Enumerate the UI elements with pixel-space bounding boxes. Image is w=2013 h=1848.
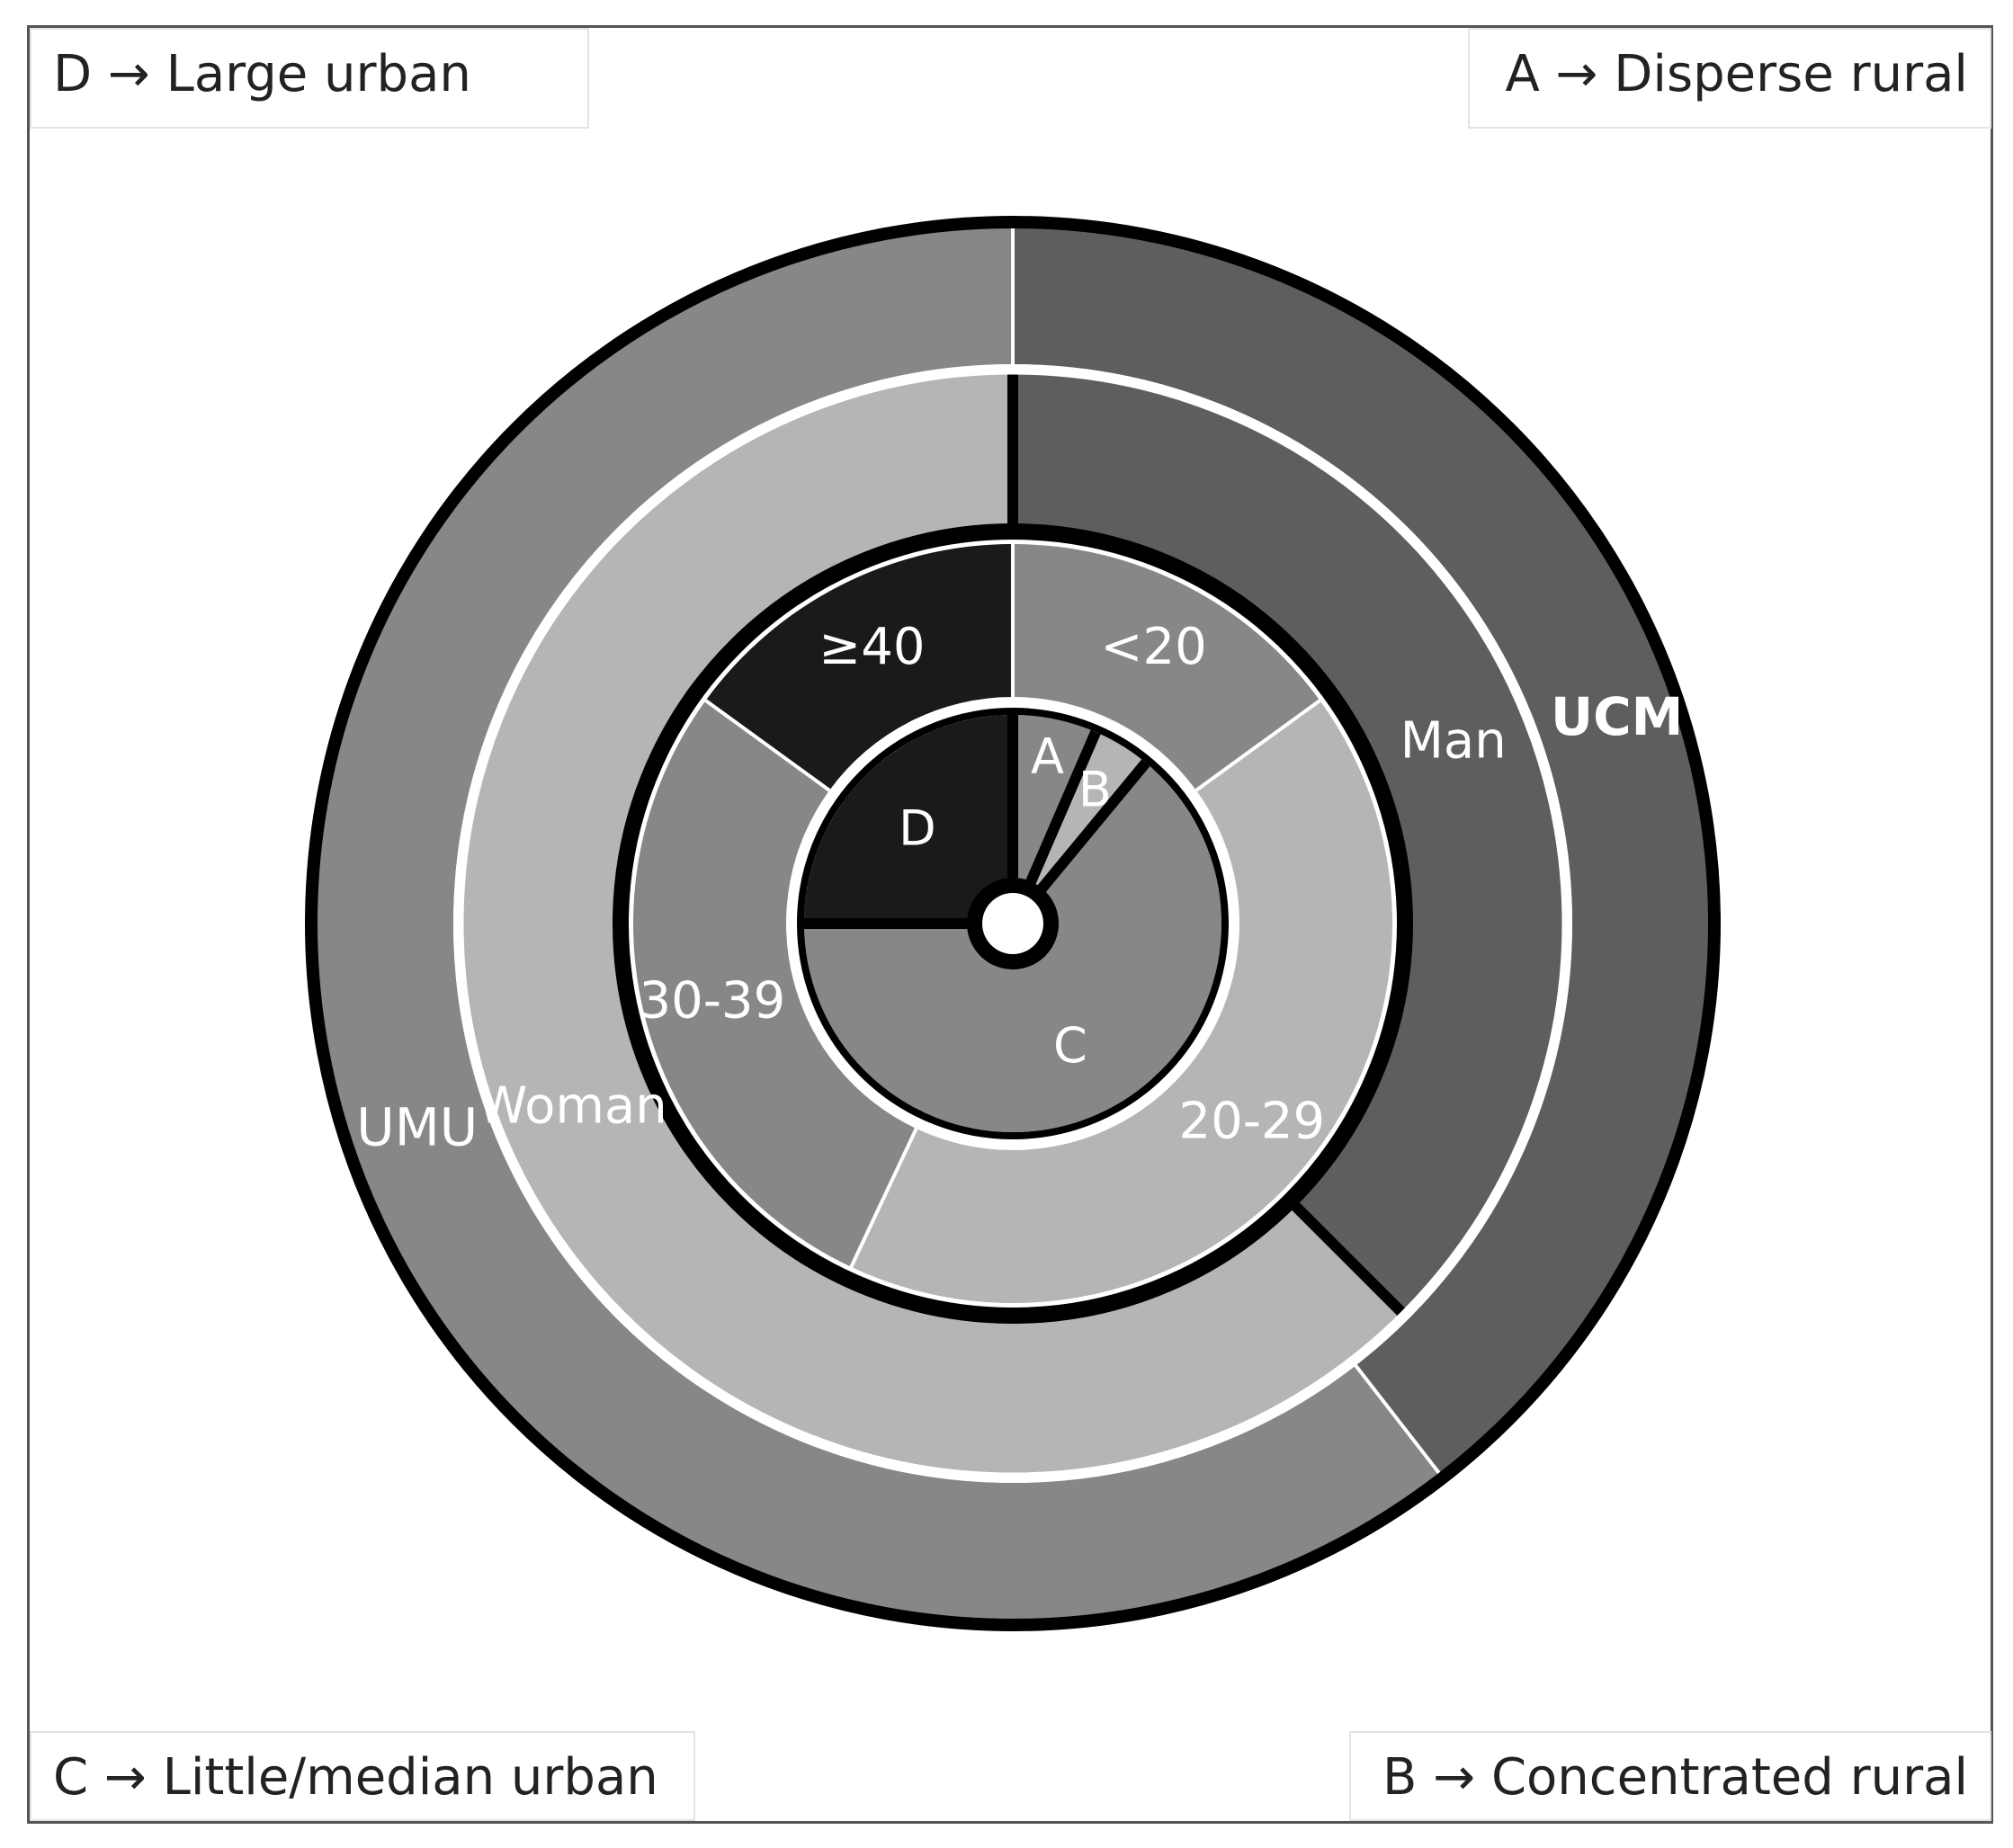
segment-residence-a xyxy=(1013,715,1096,889)
legend-b-concentrated-rural: B → Concentrated rural xyxy=(1349,1731,1991,1821)
separator-age-20-29 xyxy=(1194,699,1321,792)
ring-outline-3 xyxy=(967,878,1059,969)
separator-residence-c xyxy=(1033,759,1150,898)
ring-gap-0 xyxy=(453,364,1572,1483)
label-age-20-29: 20-29 xyxy=(1178,1092,1325,1150)
segment-residence-b xyxy=(1027,732,1146,895)
ring-segments xyxy=(311,222,1715,1625)
segment-residence-d xyxy=(804,715,1013,924)
separator-gender-woman xyxy=(1288,1199,1406,1317)
segment-gender-man xyxy=(1013,373,1564,1313)
label-residence-d: D xyxy=(899,799,936,856)
ring-gap-1 xyxy=(461,371,1565,1476)
separator-age-ge40 xyxy=(704,699,831,792)
label-age-30-39: 30-39 xyxy=(639,971,785,1030)
segment-age-lt20 xyxy=(1013,544,1320,790)
segment-gender-woman xyxy=(462,373,1402,1475)
legend-a-disperse-rural: A → Disperse rural xyxy=(1468,28,1991,129)
label-residence-a: A xyxy=(1031,728,1064,784)
legend-c-little-median-urban: C → Little/median urban xyxy=(30,1731,695,1821)
segment-age-20-29 xyxy=(851,700,1392,1303)
label-residence-b: B xyxy=(1078,761,1112,817)
label-university-umu: UMU xyxy=(356,1097,478,1158)
segment-residence-c xyxy=(804,763,1222,1133)
legend-d-large-urban: D → Large urban xyxy=(30,28,589,129)
label-gender-man: Man xyxy=(1400,712,1507,771)
ring-outlines xyxy=(305,216,1721,1631)
ring-outline-0 xyxy=(305,216,1721,1631)
ring-outline-1 xyxy=(613,523,1413,1324)
label-age-lt20: <20 xyxy=(1101,618,1207,676)
ring-outline-2 xyxy=(797,708,1229,1139)
label-residence-c: C xyxy=(1053,1017,1087,1074)
separator-age-30-39 xyxy=(849,1128,918,1268)
segment-university-ucm xyxy=(1013,222,1715,1478)
separator-residence-b xyxy=(1023,729,1101,891)
label-university-ucm: UCM xyxy=(1551,686,1683,747)
segment-university-umu xyxy=(311,222,1444,1625)
segment-age-30-39 xyxy=(633,700,917,1267)
label-age-ge40: ≥40 xyxy=(819,618,925,676)
segment-age-ge40 xyxy=(705,544,1013,790)
center-hole xyxy=(982,893,1043,954)
separator-university-umu xyxy=(1354,1364,1445,1479)
label-gender-woman: Woman xyxy=(478,1076,667,1135)
